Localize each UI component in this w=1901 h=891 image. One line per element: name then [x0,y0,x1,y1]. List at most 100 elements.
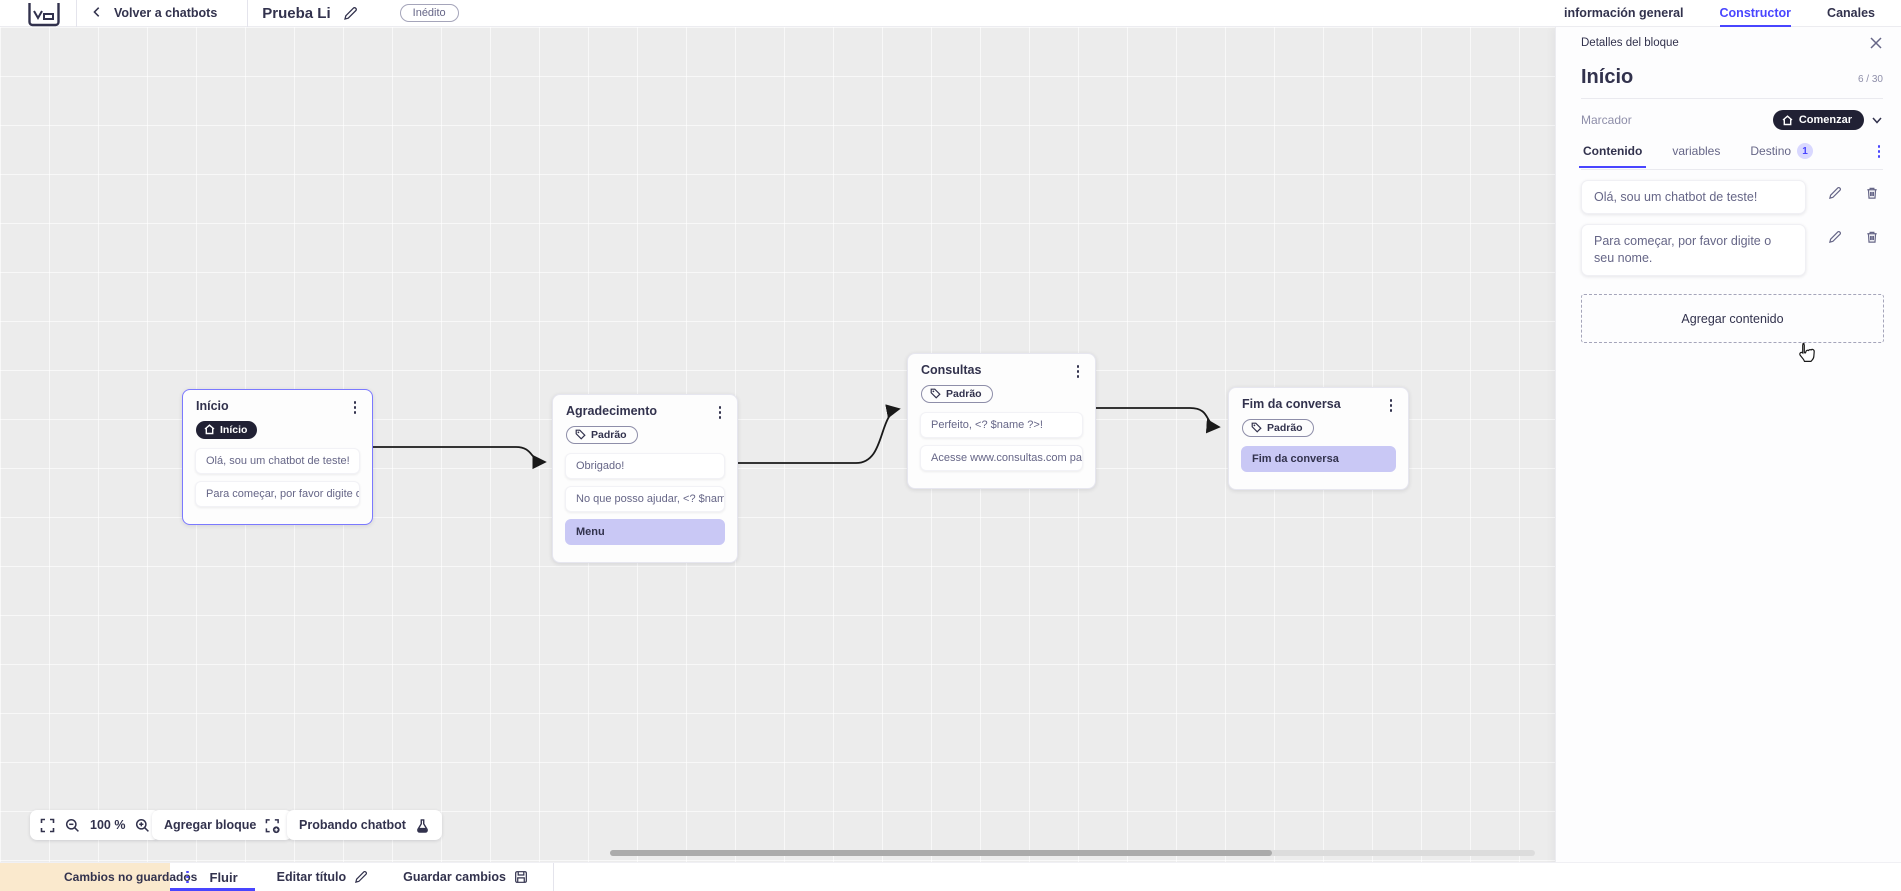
zoom-level: 100 % [90,818,126,832]
zoom-controls: 100 % [30,810,161,840]
block-header: Agradecimento [553,404,737,421]
block-title: Consultas [921,363,982,377]
flow-tab-fluir[interactable]: Fluir [170,863,255,891]
zoom-out-icon[interactable] [65,818,80,833]
destino-count-badge: 1 [1797,143,1814,160]
test-chatbot-label: Probando chatbot [299,818,406,832]
marker-start-label: Comenzar [1798,114,1852,126]
tab-canales[interactable]: Canales [1827,6,1875,20]
flow-canvas[interactable]: Início Início Olá, sou um chatbot de tes… [0,27,1555,862]
panel-tabs-menu-icon[interactable] [1875,143,1884,169]
default-badge: Padrão [1242,418,1314,437]
default-badge: Padrão [566,425,638,444]
topbar-tabs: información general Constructor Canales [1564,0,1901,27]
canvas-hscrollbar-track[interactable] [610,850,1535,856]
block-title: Início [196,399,229,413]
delete-content-icon[interactable] [1865,186,1880,201]
badge-row: Início [183,416,372,449]
marker-label: Marcador [1581,113,1632,127]
divider [76,0,77,27]
divider [247,0,249,27]
fullscreen-icon[interactable] [40,818,55,833]
block-header: Fim da conversa [1229,397,1408,414]
badge-row: Padrão [553,421,737,454]
delete-content-icon[interactable] [1865,230,1880,245]
block-menu-item[interactable]: Menu [565,519,725,545]
default-badge: Padrão [921,384,993,403]
chatbot-title: Prueba Li [262,4,331,22]
block-message-item[interactable]: Acesse www.consultas.com par... [920,445,1083,471]
app-logo-icon [28,2,62,27]
chevron-left-icon [91,6,106,21]
panel-title: Detalles del bloque [1581,37,1679,49]
pencil-icon [354,870,369,885]
default-badge-label: Padrão [591,428,627,441]
flow-block-consultas[interactable]: Consultas Padrão Perfeito, <? $name ?>! … [907,353,1096,489]
block-header: Consultas [908,363,1095,380]
home-icon [1782,114,1793,125]
block-message-item[interactable]: Olá, sou um chatbot de teste! [195,448,360,474]
start-badge: Início [196,420,258,439]
block-menu-icon[interactable] [351,399,360,416]
block-title: Fim da conversa [1242,397,1341,411]
unsaved-changes-label: Cambios no guardados [64,870,198,884]
flow-block-inicio[interactable]: Início Início Olá, sou um chatbot de tes… [182,389,373,525]
edit-title-label: Editar título [276,870,347,884]
save-changes-button[interactable]: Guardar cambios [403,863,529,891]
add-block-button[interactable]: Agregar bloque [152,810,293,840]
content-message-card[interactable]: Olá, sou um chatbot de teste! [1581,179,1806,215]
close-icon[interactable] [1869,36,1883,50]
zoom-in-icon[interactable] [135,818,150,833]
back-to-chatbots-link[interactable]: Volver a chatbots [91,6,217,21]
default-badge-label: Padrão [1267,421,1303,434]
block-menu-icon[interactable] [1074,363,1083,380]
badge-row: Padrão [1229,414,1408,447]
block-menu-icon[interactable] [1387,397,1396,414]
canvas-hscrollbar-thumb[interactable] [610,850,1272,856]
divider [552,863,554,891]
back-label: Volver a chatbots [114,6,218,20]
block-message-item[interactable]: Obrigado! [565,453,725,479]
content-row: Olá, sou um chatbot de teste! [1581,179,1883,215]
marker-start-button[interactable]: Comenzar [1772,110,1864,130]
default-badge-label: Padrão [946,387,982,400]
topbar: Volver a chatbots Prueba Li Inédito info… [0,0,1901,27]
chevron-down-icon[interactable] [1871,114,1883,126]
block-header: Início [183,399,372,416]
add-block-label: Agregar bloque [164,818,257,832]
content-row: Para começar, por favor digite o seu nom… [1581,224,1883,277]
tab-contenido[interactable]: Contenido [1578,144,1647,169]
tab-destino-label: Destino [1750,144,1792,159]
start-badge-label: Início [220,423,248,436]
char-counter: 6 / 30 [1857,74,1883,85]
block-message-item[interactable]: Para começar, por favor digite o ... [195,481,360,507]
block-name-value: Início [1581,66,1634,88]
tab-destino[interactable]: Destino 1 [1748,143,1815,168]
block-end-item[interactable]: Fim da conversa [1241,446,1396,472]
edit-content-icon[interactable] [1828,186,1843,201]
edit-title-icon[interactable] [343,6,358,21]
block-details-panel: Detalles del bloque Início 6 / 30 Marcad… [1555,27,1901,891]
flow-tab-menu-icon[interactable] [183,869,192,886]
add-content-button[interactable]: Agregar contenido [1581,294,1884,344]
block-title: Agradecimento [566,404,657,418]
bottombar: Cambios no guardados Fluir Editar título… [0,862,1901,891]
block-message-item[interactable]: Perfeito, <? $name ?>! [920,412,1083,438]
status-badge: Inédito [399,4,459,22]
edit-content-icon[interactable] [1828,230,1843,245]
test-chatbot-button[interactable]: Probando chatbot [287,810,442,840]
content-message-card[interactable]: Para começar, por favor digite o seu nom… [1581,224,1806,277]
tab-constructor[interactable]: Constructor [1720,0,1792,27]
tab-informacion-general[interactable]: información general [1564,6,1684,20]
flow-block-fim-da-conversa[interactable]: Fim da conversa Padrão Fim da conversa [1228,387,1409,490]
block-name-field[interactable]: Início 6 / 30 [1581,66,1883,99]
save-icon [514,870,529,885]
block-message-item[interactable]: No que posso ajudar, <? $name ... [565,486,725,512]
flow-block-agradecimento[interactable]: Agradecimento Padrão Obrigado! No que po… [552,394,738,563]
tab-variables[interactable]: variables [1672,144,1721,159]
add-block-icon [265,818,280,833]
block-menu-icon[interactable] [716,404,725,421]
edit-title-button[interactable]: Editar título [277,863,369,891]
save-changes-label: Guardar cambios [403,870,506,884]
